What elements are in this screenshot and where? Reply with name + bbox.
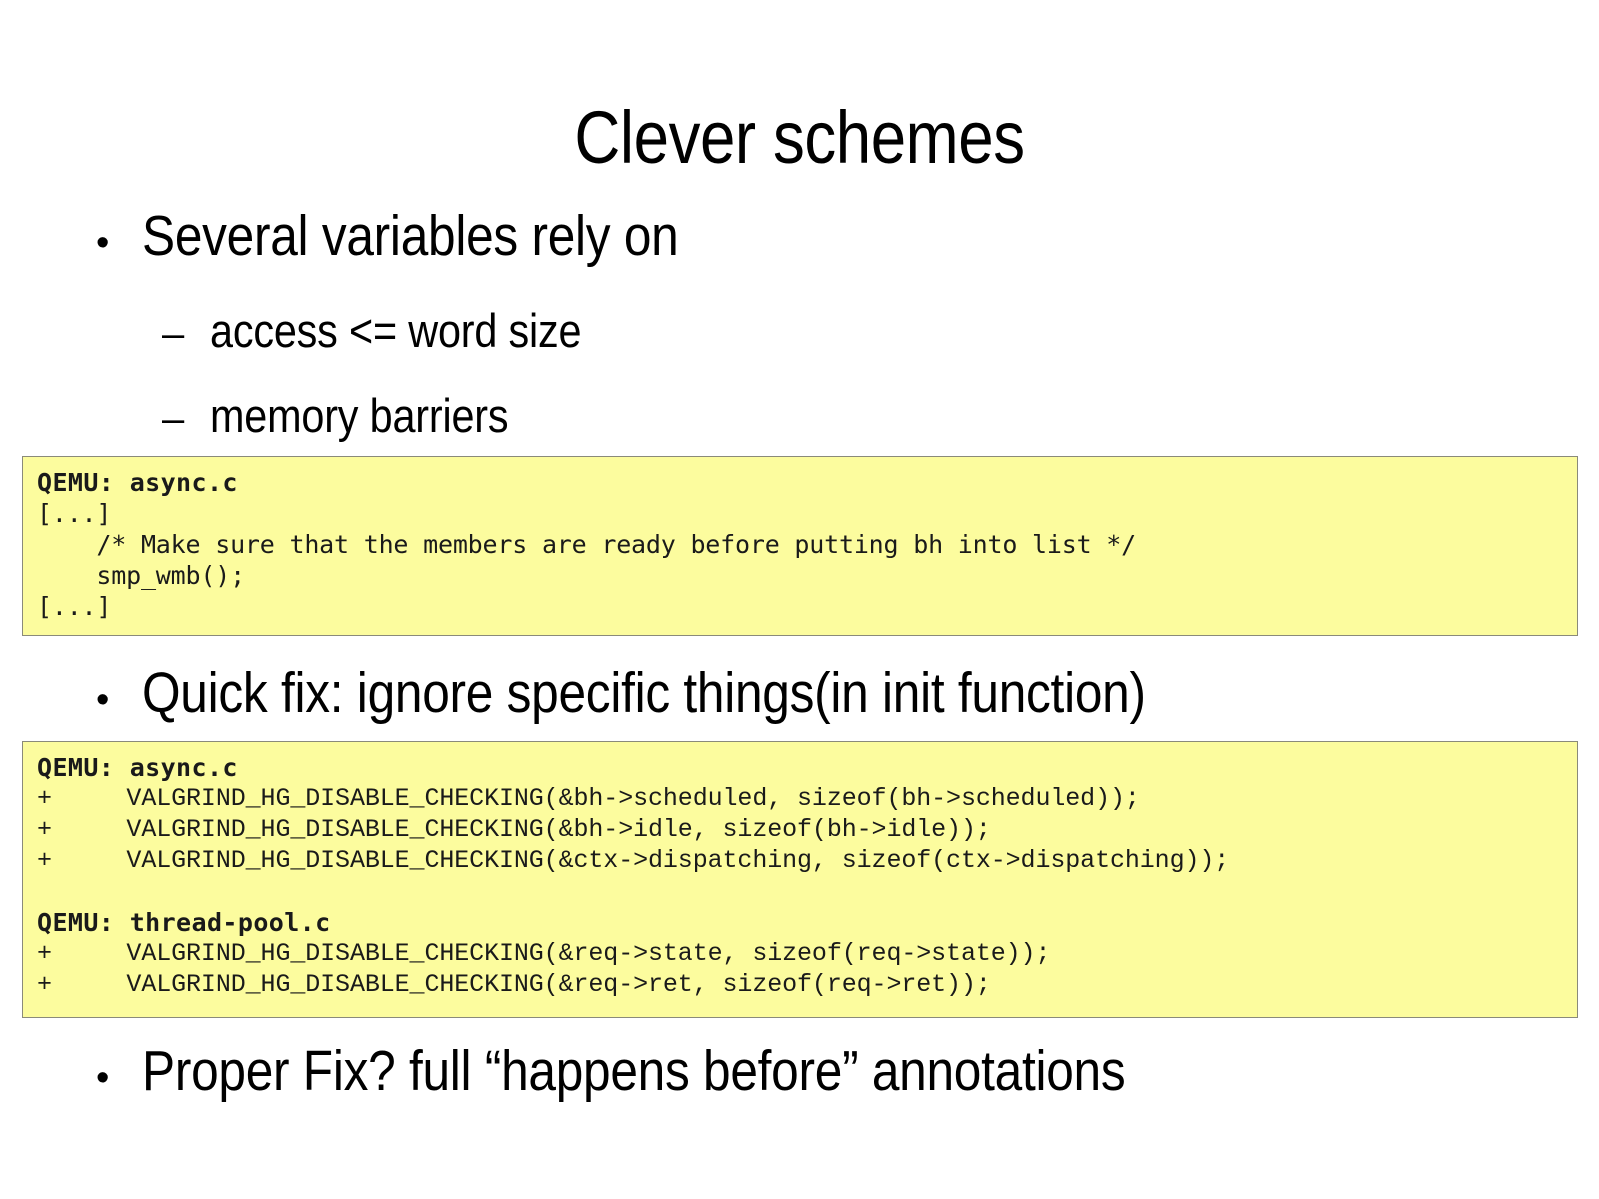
- bullet-item-quick-fix: • Quick fix: ignore specific things(in i…: [96, 662, 1296, 724]
- bullet-marker-icon: •: [96, 1057, 110, 1099]
- sub-bullet-dash-icon: –: [162, 312, 185, 356]
- code-line: smp_wmb();: [37, 561, 245, 590]
- sub-bullet-label: memory barriers: [210, 389, 509, 442]
- sub-bullet-item-memory-barriers: – memory barriers: [162, 390, 549, 442]
- code-line-blank: [37, 876, 1577, 907]
- code-line: /* Make sure that the members are ready …: [37, 530, 1136, 559]
- code-line: + VALGRIND_HG_DISABLE_CHECKING(&req->sta…: [37, 939, 1051, 968]
- code-line: + VALGRIND_HG_DISABLE_CHECKING(&req->ret…: [37, 970, 991, 999]
- code-line: [...]: [37, 592, 112, 621]
- bullet-label: Quick fix: ignore specific things(in ini…: [142, 661, 1146, 725]
- code-line: QEMU: async.c: [37, 468, 238, 497]
- bullet-label: Proper Fix? full “happens before” annota…: [142, 1039, 1126, 1103]
- sub-bullet-item-access-word-size: – access <= word size: [162, 305, 632, 357]
- sub-bullet-dash-icon: –: [162, 397, 185, 441]
- bullet-item-several-variables: • Several variables rely on: [96, 205, 759, 267]
- sub-bullet-label: access <= word size: [210, 304, 582, 357]
- code-line: QEMU: thread-pool.c: [37, 908, 331, 937]
- page-title: Clever schemes: [574, 96, 1025, 179]
- code-line: + VALGRIND_HG_DISABLE_CHECKING(&ctx->dis…: [37, 846, 1230, 875]
- bullet-item-proper-fix: • Proper Fix? full “happens before” anno…: [96, 1040, 1272, 1102]
- code-line: [...]: [37, 499, 112, 528]
- bullet-marker-icon: •: [96, 679, 110, 721]
- code-line: + VALGRIND_HG_DISABLE_CHECKING(&bh->sche…: [37, 784, 1140, 813]
- code-block-async-smp-wmb: QEMU: async.c [...] /* Make sure that th…: [22, 456, 1578, 636]
- code-line: QEMU: async.c: [37, 753, 238, 782]
- code-block-valgrind-disable-checking: QEMU: async.c + VALGRIND_HG_DISABLE_CHEC…: [22, 741, 1578, 1018]
- code-line: + VALGRIND_HG_DISABLE_CHECKING(&bh->idle…: [37, 815, 991, 844]
- bullet-marker-icon: •: [96, 222, 110, 264]
- bullet-label: Several variables rely on: [142, 204, 679, 268]
